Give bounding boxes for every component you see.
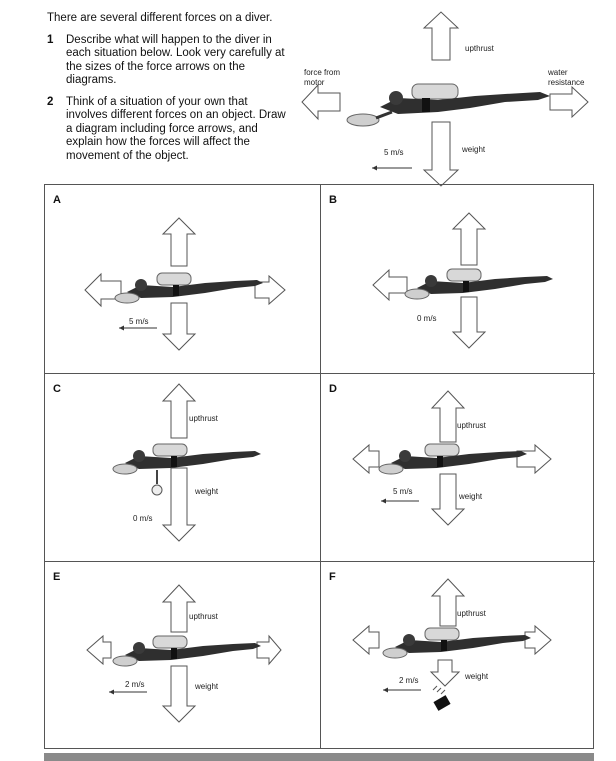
diver-figure xyxy=(114,272,263,304)
weight-label: weight xyxy=(195,487,219,496)
panel-a: A 5 m/s xyxy=(45,185,320,373)
question-2: 2 Think of a situation of your own that … xyxy=(47,96,292,164)
speed-label: 2 m/s xyxy=(399,676,419,685)
motor-force-label-line1: force from xyxy=(304,68,341,77)
diver-figure xyxy=(112,443,261,496)
upthrust-arrow xyxy=(422,11,460,61)
intro-title: There are several different forces on a … xyxy=(47,12,273,24)
water-resistance-label-line2: resistance xyxy=(548,78,585,87)
panel-c: C upthrust weight 0 m/s xyxy=(45,373,320,561)
water-resistance-arrow xyxy=(549,85,589,119)
panel-b: B 0 m/s xyxy=(320,185,595,373)
speed-label: 5 m/s xyxy=(129,317,149,326)
question-text: Think of a situation of your own that in… xyxy=(66,95,286,162)
weight-label: weight xyxy=(462,145,486,154)
weight-label: weight xyxy=(465,672,489,681)
panel-b-drawing xyxy=(372,212,553,349)
weight-arrow xyxy=(422,121,460,187)
upthrust-label: upthrust xyxy=(189,414,218,423)
panel-e-drawing xyxy=(86,584,282,723)
upthrust-label: upthrust xyxy=(465,44,494,53)
diver-figure xyxy=(112,635,261,667)
upthrust-label: upthrust xyxy=(457,421,486,430)
top-force-diagram: upthrust force from motor water resistan… xyxy=(300,8,605,190)
panel-letter: F xyxy=(329,571,336,583)
question-number: 1 xyxy=(47,33,54,46)
panel-letter: B xyxy=(329,194,337,206)
diver-figure xyxy=(346,83,550,127)
upthrust-label: upthrust xyxy=(457,609,486,618)
question-1: 1 Describe what will happen to the diver… xyxy=(47,34,292,88)
panel-letter: A xyxy=(53,194,61,206)
speed-label: 5 m/s xyxy=(384,148,404,157)
panel-d: D upthrust weight 5 m/s xyxy=(320,373,595,561)
weight-label: weight xyxy=(195,682,219,691)
motor-force-arrow xyxy=(301,83,341,121)
panel-f: F upthrust weight 2 m/s xyxy=(320,561,595,749)
water-resistance-label-line1: water xyxy=(548,68,568,77)
speed-label: 5 m/s xyxy=(393,487,413,496)
panel-letter: E xyxy=(53,571,61,583)
top-diagram-drawing xyxy=(301,11,589,187)
diver-panels-grid: A 5 m/s B xyxy=(44,184,595,749)
panel-a-drawing xyxy=(84,217,286,351)
dropped-weight-icon xyxy=(432,685,451,711)
panel-d-drawing xyxy=(352,390,552,526)
footer-bar xyxy=(44,753,594,761)
panel-e: E upthrust weight 2 m/s xyxy=(45,561,320,749)
panel-f-drawing xyxy=(352,578,552,711)
speed-label: 0 m/s xyxy=(133,514,153,523)
upthrust-label: upthrust xyxy=(189,612,218,621)
motor-force-label-line2: motor xyxy=(304,78,325,87)
weight-label: weight xyxy=(459,492,483,501)
intro-text: There are several different forces on a … xyxy=(47,12,292,171)
panel-letter: D xyxy=(329,383,337,395)
speed-label: 0 m/s xyxy=(417,314,437,323)
diver-figure xyxy=(378,443,527,475)
question-number: 2 xyxy=(47,95,54,108)
panel-letter: C xyxy=(53,383,61,395)
diver-figure xyxy=(404,268,553,300)
diver-figure xyxy=(382,627,531,659)
panel-c-drawing xyxy=(112,383,261,542)
speed-label: 2 m/s xyxy=(125,680,145,689)
question-text: Describe what will happen to the diver i… xyxy=(66,33,285,87)
